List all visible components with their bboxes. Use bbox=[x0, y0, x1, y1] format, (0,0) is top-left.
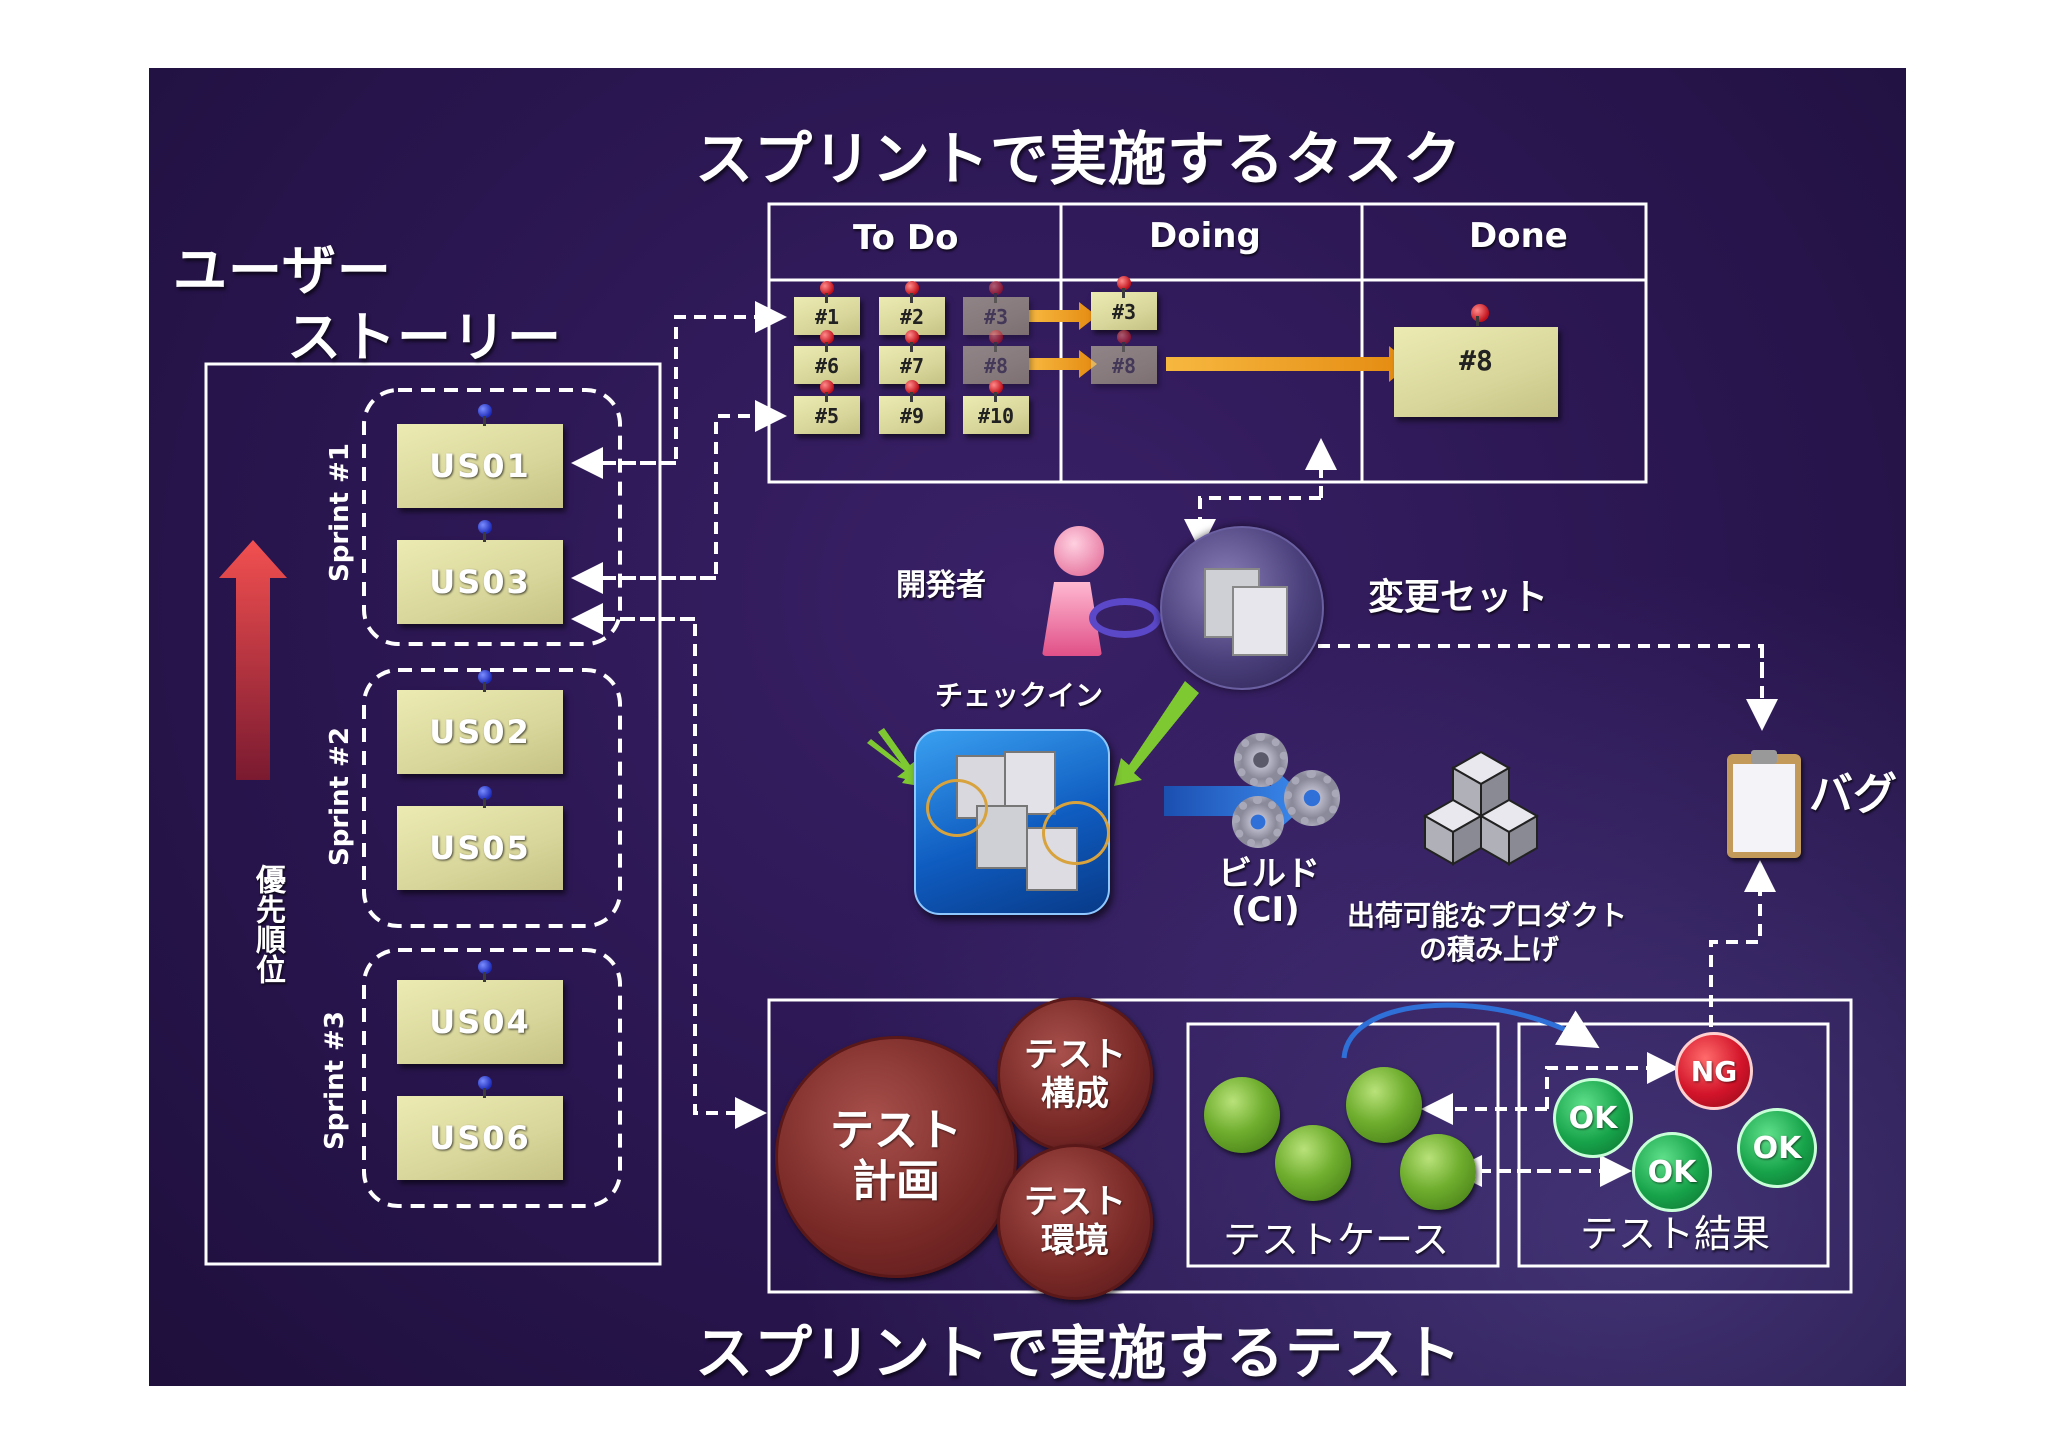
test-case-box bbox=[1186, 1022, 1500, 1268]
infinity-icon bbox=[1089, 598, 1161, 638]
test-cases-label: テストケース bbox=[1223, 1218, 1450, 1262]
test-plan-circle[interactable]: テスト計画 bbox=[775, 1036, 1017, 1278]
test-plan-line1: テスト bbox=[830, 1105, 962, 1157]
story-note[interactable]: US05 bbox=[397, 806, 563, 890]
test-result-box bbox=[1517, 1022, 1830, 1268]
story-note[interactable]: US02 bbox=[397, 690, 563, 774]
column-header-done: Done bbox=[1469, 216, 1568, 256]
pin-icon bbox=[820, 330, 834, 352]
test-case-ball[interactable] bbox=[1204, 1077, 1280, 1153]
bug-label: バグ bbox=[1809, 769, 1897, 820]
pin-icon bbox=[820, 380, 834, 402]
task-board bbox=[767, 202, 1648, 484]
gear-icon bbox=[1232, 796, 1284, 848]
changeset-icon[interactable] bbox=[1160, 526, 1324, 690]
user-story-box bbox=[204, 362, 662, 1266]
task-note[interactable]: #8 bbox=[1091, 346, 1157, 384]
pin-icon bbox=[478, 670, 492, 692]
task-note[interactable]: #6 bbox=[794, 346, 860, 384]
sprint-2-group bbox=[362, 668, 622, 928]
sprint-1-group bbox=[362, 388, 622, 646]
tests-title: スプリントで実施するテスト bbox=[695, 1319, 1463, 1386]
product-cubes-icon bbox=[1422, 750, 1540, 866]
gear-icon bbox=[1284, 770, 1340, 826]
test-config-circle[interactable]: テスト構成 bbox=[997, 997, 1153, 1153]
task-note[interactable]: #2 bbox=[879, 297, 945, 335]
pin-icon bbox=[478, 1076, 492, 1098]
test-results-label: テスト結果 bbox=[1580, 1212, 1771, 1256]
story-note[interactable]: US06 bbox=[397, 1096, 563, 1180]
sprint-3-group bbox=[362, 948, 622, 1208]
test-plan-line2: 計画 bbox=[852, 1156, 940, 1207]
version-control-icon[interactable] bbox=[914, 729, 1110, 915]
pin-icon bbox=[820, 281, 834, 303]
doing-to-done-arrow bbox=[1166, 346, 1411, 382]
test-case-ball[interactable] bbox=[1275, 1125, 1351, 1201]
sprint-label-3: Sprint #3 bbox=[320, 1011, 350, 1150]
test-env-line2: 環境 bbox=[1041, 1221, 1109, 1261]
sprint-label-2: Sprint #2 bbox=[325, 727, 355, 866]
pin-icon bbox=[905, 281, 919, 303]
test-config-line2: 構成 bbox=[1041, 1074, 1109, 1114]
column-header-doing: Doing bbox=[1149, 216, 1261, 256]
sprint-label-1: Sprint #1 bbox=[325, 443, 355, 582]
task-note[interactable]: #8 bbox=[963, 346, 1029, 384]
ng-result-badge[interactable]: NG bbox=[1675, 1032, 1753, 1110]
story-note[interactable]: US04 bbox=[397, 980, 563, 1064]
checkin-arrow-left bbox=[878, 728, 925, 784]
test-case-ball[interactable] bbox=[1346, 1067, 1422, 1143]
pin-icon bbox=[989, 281, 1003, 303]
story-note[interactable]: US03 bbox=[397, 540, 563, 624]
product-label-line2: の積み上げ bbox=[1419, 933, 1560, 966]
pin-icon bbox=[1117, 276, 1131, 298]
ok-result-badge[interactable]: OK bbox=[1632, 1132, 1712, 1212]
task-note[interactable]: #7 bbox=[879, 346, 945, 384]
task-note[interactable]: #10 bbox=[963, 396, 1029, 434]
task-note[interactable]: #1 bbox=[794, 297, 860, 335]
changeset-label: 変更セット bbox=[1368, 577, 1549, 618]
checkin-arrow-right bbox=[1114, 681, 1199, 786]
test-env-circle[interactable]: テスト環境 bbox=[997, 1144, 1153, 1300]
task-note[interactable]: #9 bbox=[879, 396, 945, 434]
task-note[interactable]: #3 bbox=[963, 297, 1029, 335]
pin-icon bbox=[989, 380, 1003, 402]
task-note[interactable]: #5 bbox=[794, 396, 860, 434]
pin-icon bbox=[478, 960, 492, 982]
bug-clipboard-icon[interactable] bbox=[1727, 750, 1801, 858]
build-label-line1: ビルド bbox=[1218, 854, 1320, 894]
ok-result-badge[interactable]: OK bbox=[1737, 1108, 1817, 1188]
gear-icon bbox=[1234, 733, 1288, 787]
test-env-line1: テスト bbox=[1024, 1181, 1126, 1222]
checkin-label: チェックイン bbox=[935, 679, 1104, 712]
priority-arrow bbox=[219, 540, 287, 780]
pin-icon bbox=[989, 330, 1003, 352]
build-label-line2: (CI) bbox=[1231, 890, 1300, 930]
task-note[interactable]: #8 bbox=[1394, 327, 1558, 417]
pin-icon bbox=[478, 520, 492, 542]
pin-icon bbox=[478, 404, 492, 426]
ok-result-badge[interactable]: OK bbox=[1553, 1078, 1633, 1158]
task-note[interactable]: #3 bbox=[1091, 292, 1157, 330]
slide: スプリントで実施するタスク スプリントで実施するテスト ユーザー ストーリー 優… bbox=[149, 68, 1906, 1386]
test-config-line1: テスト bbox=[1024, 1034, 1126, 1075]
developer-head-icon bbox=[1054, 526, 1104, 576]
product-label-line1: 出荷可能なプロダクト bbox=[1347, 899, 1628, 932]
user-story-title-line1: ユーザー bbox=[173, 239, 392, 302]
pin-icon bbox=[905, 380, 919, 402]
priority-label: 優先順位 bbox=[250, 864, 285, 984]
pin-icon bbox=[478, 786, 492, 808]
developer-label: 開発者 bbox=[896, 568, 986, 603]
tasks-title: スプリントで実施するタスク bbox=[695, 125, 1463, 193]
test-area-box bbox=[767, 998, 1853, 1294]
pin-icon bbox=[1471, 304, 1489, 326]
pin-icon bbox=[1117, 330, 1131, 352]
story-note[interactable]: US01 bbox=[397, 424, 563, 508]
user-story-title-line2: ストーリー bbox=[287, 306, 562, 369]
pin-icon bbox=[905, 330, 919, 352]
test-case-ball[interactable] bbox=[1400, 1134, 1476, 1210]
column-header-todo: To Do bbox=[853, 218, 959, 258]
